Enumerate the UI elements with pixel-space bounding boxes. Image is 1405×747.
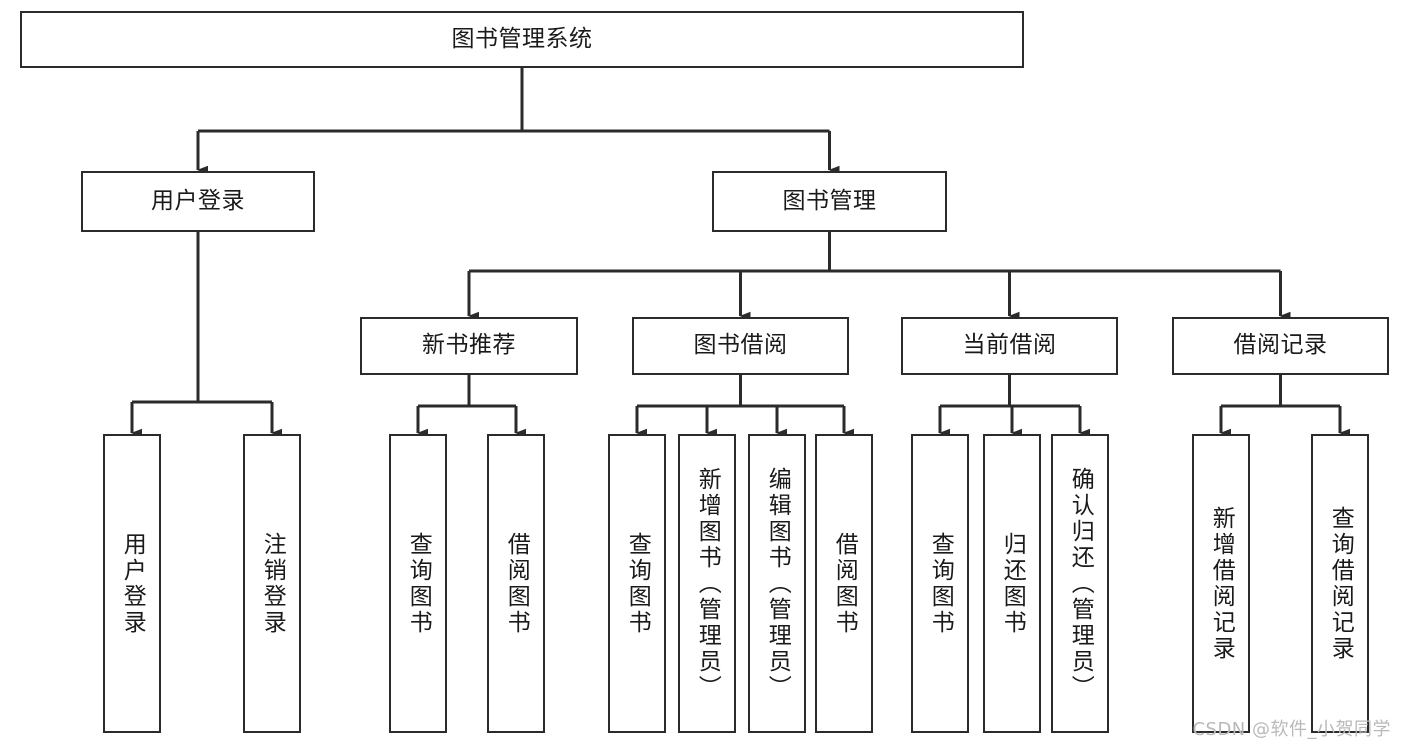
node-new-book-rec[interactable]: 新书推荐 — [360, 317, 578, 375]
node-borrow-record[interactable]: 借阅记录 — [1172, 317, 1389, 375]
node-leaf-user-logout[interactable]: 注销登录 — [243, 434, 301, 733]
node-leaf-query-book-borrow[interactable]: 查询图书 — [608, 434, 666, 733]
node-label: 借阅图书 — [503, 531, 530, 636]
node-leaf-borrow-book-rec[interactable]: 借阅图书 — [487, 434, 545, 733]
node-label: 归还图书 — [999, 531, 1026, 636]
node-label: 当前借阅 — [962, 332, 1057, 359]
node-label: 注销登录 — [259, 531, 286, 636]
node-leaf-edit-book[interactable]: 编辑图书（管理员） — [748, 434, 806, 733]
node-leaf-return-book[interactable]: 归还图书 — [983, 434, 1041, 733]
tree-connectors — [130, 68, 1350, 438]
node-label: 图书管理 — [782, 187, 877, 214]
node-label: 图书借阅 — [693, 332, 788, 359]
node-label: 编辑图书（管理员） — [764, 466, 791, 701]
csdn-watermark: CSDN @软件_小贺同学 — [1192, 719, 1391, 740]
node-leaf-user-login[interactable]: 用户登录 — [103, 434, 161, 733]
node-label: 借阅图书 — [831, 531, 858, 636]
node-leaf-query-book-current[interactable]: 查询图书 — [911, 434, 969, 733]
node-label: 确认归还（管理员） — [1067, 466, 1094, 701]
node-label: 查询图书 — [624, 531, 651, 636]
node-label: 借阅记录 — [1233, 332, 1328, 359]
node-label: 新书推荐 — [422, 332, 516, 359]
node-leaf-add-book[interactable]: 新增图书（管理员） — [678, 434, 736, 733]
node-root[interactable]: 图书管理系统 — [20, 11, 1024, 68]
node-book-manage[interactable]: 图书管理 — [712, 171, 947, 232]
node-label: 用户登录 — [119, 531, 146, 636]
node-user-login[interactable]: 用户登录 — [81, 171, 315, 232]
node-label: 图书管理系统 — [451, 25, 593, 52]
node-leaf-query-record[interactable]: 查询借阅记录 — [1311, 434, 1369, 733]
node-label: 新增图书（管理员） — [694, 466, 721, 701]
node-leaf-confirm-return[interactable]: 确认归还（管理员） — [1051, 434, 1109, 733]
node-label: 新增借阅记录 — [1208, 505, 1235, 662]
node-label: 用户登录 — [151, 187, 245, 214]
node-leaf-add-record[interactable]: 新增借阅记录 — [1192, 434, 1250, 733]
node-label: 查询借阅记录 — [1327, 505, 1354, 662]
node-label: 查询图书 — [927, 531, 954, 636]
node-current-borrow[interactable]: 当前借阅 — [901, 317, 1118, 375]
node-book-borrow[interactable]: 图书借阅 — [632, 317, 849, 375]
node-leaf-borrow-book[interactable]: 借阅图书 — [815, 434, 873, 733]
node-leaf-query-book-rec[interactable]: 查询图书 — [389, 434, 447, 733]
node-label: 查询图书 — [405, 531, 432, 636]
